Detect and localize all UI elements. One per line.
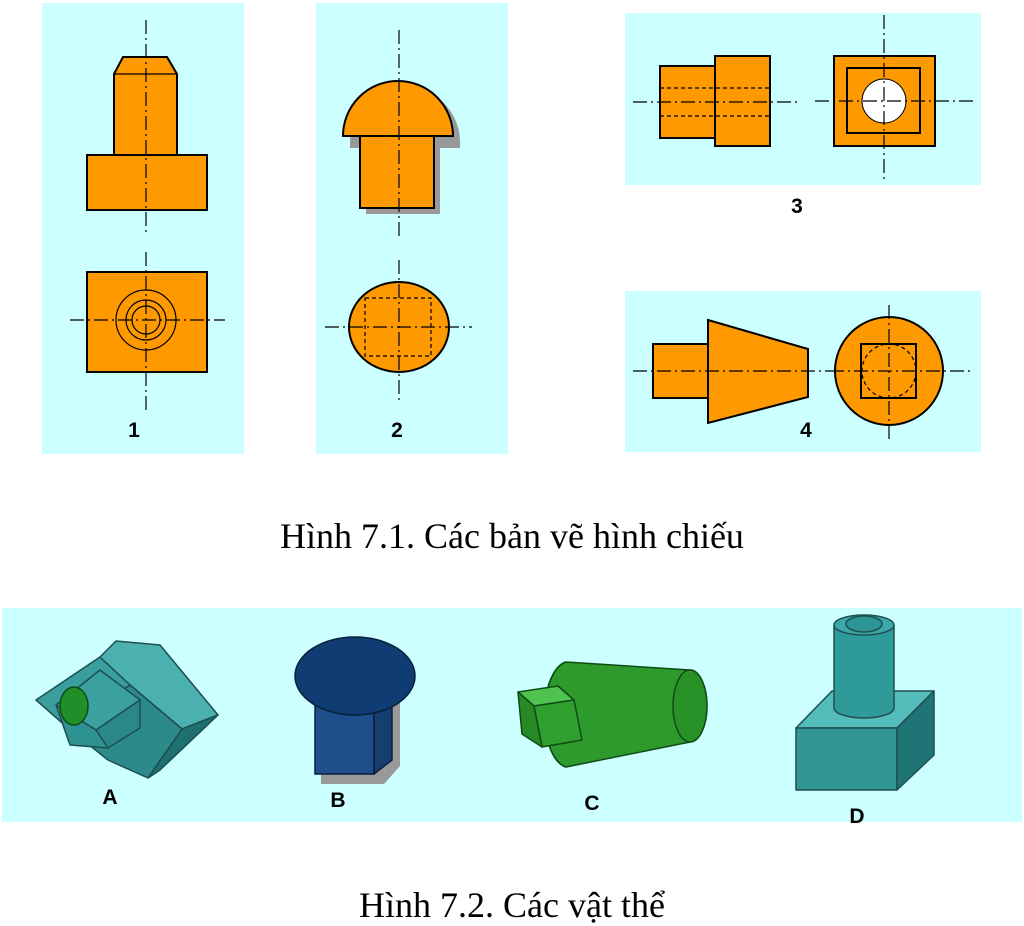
object-label-c: C — [584, 792, 600, 815]
object-d — [795, 614, 935, 791]
drawing-label-2: 2 — [391, 419, 403, 442]
object-b — [294, 636, 416, 784]
object-a — [35, 640, 219, 779]
projection-drawing-3 — [633, 15, 975, 180]
projection-drawing-2 — [325, 30, 472, 400]
projection-drawing-4 — [633, 305, 972, 440]
drawing-label-3: 3 — [791, 195, 803, 218]
object-label-d: D — [849, 805, 865, 828]
drawing-label-1: 1 — [128, 419, 140, 442]
drawing-label-4: 4 — [800, 419, 812, 442]
projection-drawing-1 — [70, 20, 225, 410]
figure2-caption: Hình 7.2. Các vật thể — [359, 885, 665, 925]
object-label-a: A — [102, 786, 118, 809]
drawing-panel-2 — [316, 3, 508, 454]
object-label-b: B — [330, 789, 346, 812]
figure1-caption: Hình 7.1. Các bản vẽ hình chiếu — [280, 516, 744, 556]
object-c — [517, 661, 708, 768]
